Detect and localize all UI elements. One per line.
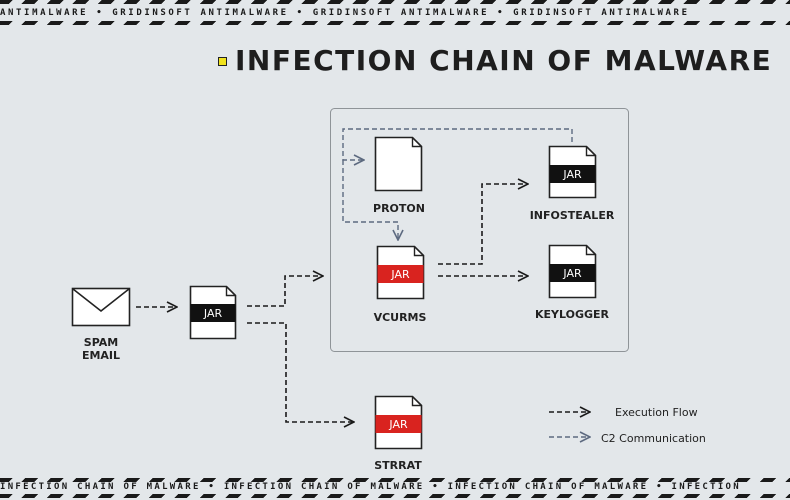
proton-label: PROTON bbox=[373, 202, 425, 215]
keylogger-badge bbox=[549, 264, 596, 282]
infostealer-label: INFOSTEALER bbox=[530, 209, 615, 222]
vcurms-node: JAR VCURMS bbox=[374, 245, 427, 324]
c2-infostealer-to-proton bbox=[342, 128, 573, 160]
spam-email-label-line1: SPAM bbox=[84, 336, 118, 349]
page-title: INFECTION CHAIN OF MALWARE bbox=[235, 44, 773, 77]
infostealer-badge-text: JAR bbox=[562, 168, 582, 181]
top-stripe-2 bbox=[0, 21, 790, 25]
keylogger-label: KEYLOGGER bbox=[535, 308, 610, 321]
proton-file-icon bbox=[374, 136, 423, 192]
strrat-badge bbox=[375, 415, 422, 433]
payload-group-box bbox=[330, 108, 629, 352]
jar-main-badge-text: JAR bbox=[203, 307, 223, 320]
arrow-jar-to-group bbox=[247, 276, 323, 307]
header-ticker: ANTIMALWARE • GRIDINSOFT ANTIMALWARE • G… bbox=[0, 8, 690, 18]
c2-proton-to-vcurms bbox=[342, 160, 398, 240]
envelope-icon bbox=[71, 287, 131, 327]
infostealer-badge bbox=[549, 165, 596, 183]
vcurms-badge-text: JAR bbox=[390, 268, 410, 281]
infostealer-node: JAR INFOSTEALER bbox=[530, 145, 615, 222]
title-block: INFECTION CHAIN OF MALWARE bbox=[218, 44, 772, 77]
strrat-node: JAR STRRAT bbox=[374, 395, 423, 472]
top-stripe-1 bbox=[0, 0, 790, 4]
strrat-label: STRRAT bbox=[374, 459, 422, 472]
keylogger-node: JAR KEYLOGGER bbox=[535, 244, 610, 321]
jar-main-badge bbox=[190, 304, 236, 322]
legend: Execution Flow C2 Communication bbox=[549, 406, 706, 445]
vcurms-label: VCURMS bbox=[374, 311, 427, 324]
jar-main-node: JAR bbox=[189, 285, 237, 340]
bottom-stripe-1 bbox=[0, 478, 790, 482]
arrow-jar-to-strrat bbox=[247, 322, 354, 422]
keylogger-badge-text: JAR bbox=[562, 267, 582, 280]
bottom-stripe-2 bbox=[0, 494, 790, 498]
spam-email-label-line2: EMAIL bbox=[82, 349, 120, 362]
legend-c2-label: C2 Communication bbox=[601, 432, 706, 445]
proton-node: PROTON bbox=[373, 136, 425, 215]
footer-ticker: INFECTION CHAIN OF MALWARE • INFECTION C… bbox=[0, 482, 741, 492]
arrow-vcurms-to-infostealer bbox=[438, 184, 528, 265]
spam-email-node: SPAM EMAIL bbox=[71, 287, 131, 362]
legend-execution-label: Execution Flow bbox=[615, 406, 698, 419]
vcurms-badge bbox=[377, 265, 424, 283]
title-bullet-icon bbox=[218, 57, 227, 66]
strrat-badge-text: JAR bbox=[388, 418, 408, 431]
